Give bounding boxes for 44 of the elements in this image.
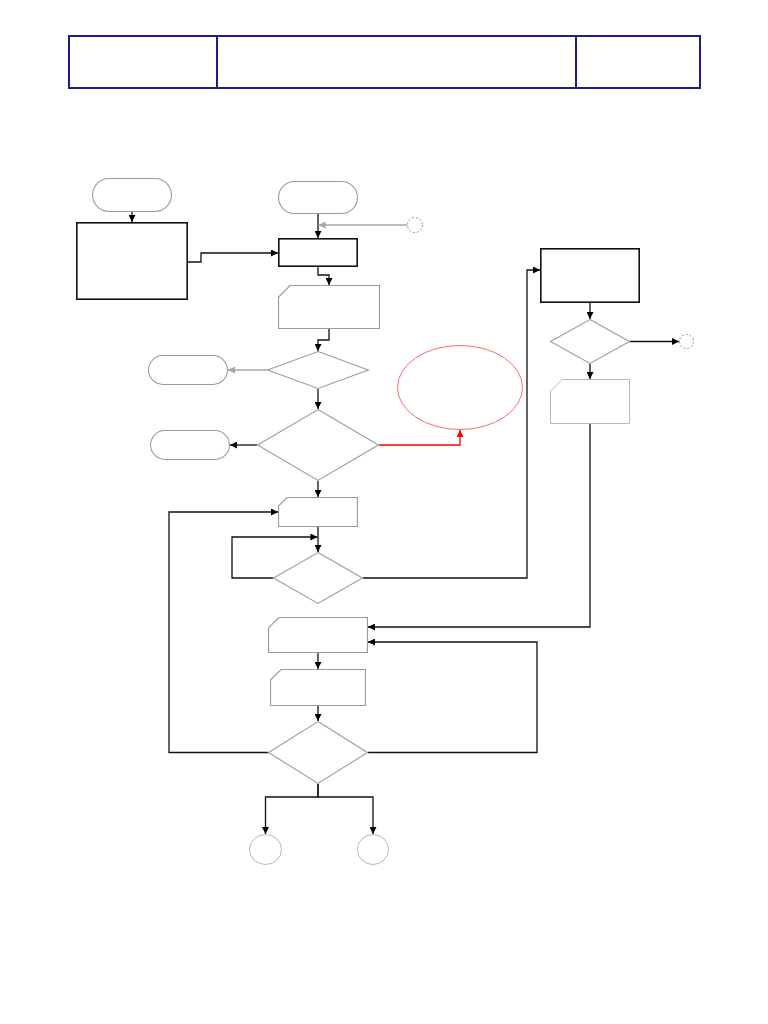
terminator-shape bbox=[148, 355, 228, 385]
arrow bbox=[367, 638, 538, 754]
decision-diamond bbox=[273, 552, 363, 604]
card-shape bbox=[270, 669, 366, 706]
arrow bbox=[314, 480, 322, 498]
connector-circle bbox=[407, 217, 423, 233]
arrow bbox=[168, 508, 279, 754]
arrow bbox=[367, 423, 591, 631]
arrow bbox=[378, 429, 464, 446]
terminator-shape bbox=[278, 181, 358, 214]
arrow bbox=[317, 266, 333, 286]
decision-diamond bbox=[267, 351, 369, 389]
arrow bbox=[314, 213, 322, 239]
arrow bbox=[314, 388, 322, 410]
connector-circle bbox=[679, 334, 694, 349]
card-shape bbox=[278, 497, 358, 527]
connector-circle bbox=[357, 834, 389, 865]
ellipse-shape bbox=[397, 345, 523, 430]
decision-diamond bbox=[268, 721, 368, 784]
arrow bbox=[629, 338, 680, 345]
terminator-shape bbox=[92, 178, 172, 212]
arrow bbox=[586, 363, 594, 380]
arrow bbox=[586, 302, 594, 320]
arrow bbox=[227, 366, 268, 374]
process-box bbox=[76, 222, 188, 300]
card-shape bbox=[550, 379, 630, 424]
arrow bbox=[314, 705, 322, 722]
arrow bbox=[187, 249, 279, 263]
arrow bbox=[317, 783, 377, 835]
arrow bbox=[362, 266, 541, 579]
decision-diamond bbox=[550, 319, 630, 364]
process-box bbox=[278, 238, 358, 267]
card-shape bbox=[278, 285, 380, 329]
terminator-shape bbox=[150, 430, 230, 460]
arrow bbox=[317, 221, 408, 229]
card-shape bbox=[268, 617, 368, 653]
arrow bbox=[229, 441, 258, 449]
arrow bbox=[128, 211, 136, 223]
connector-circle bbox=[249, 834, 282, 865]
arrow bbox=[314, 652, 322, 670]
decision-diamond bbox=[257, 409, 379, 481]
arrow bbox=[314, 526, 322, 553]
arrow bbox=[314, 328, 330, 352]
process-box bbox=[540, 248, 640, 303]
